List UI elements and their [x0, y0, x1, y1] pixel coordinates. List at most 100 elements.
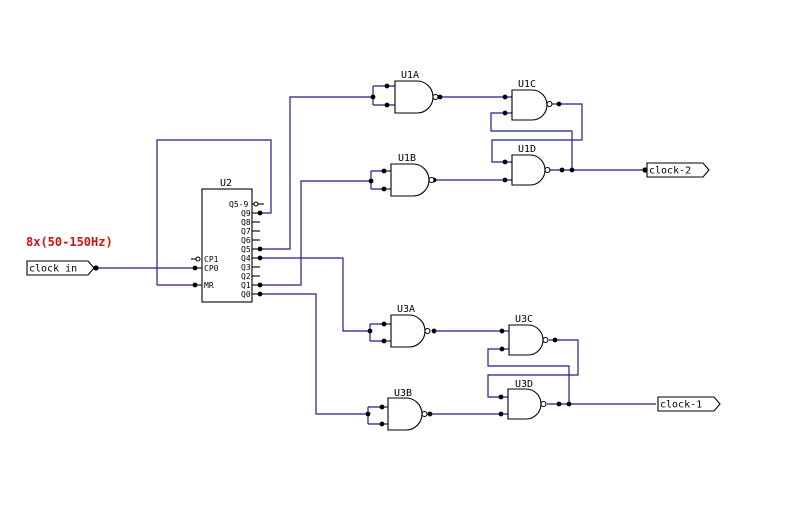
wire-u1d-out [490, 112, 645, 171]
pin-label: CP0 [204, 264, 219, 273]
junction-dot [559, 167, 565, 173]
pin-label: Q4 [241, 254, 251, 263]
frequency-annotation: 8x(50-150Hz) [26, 235, 113, 249]
nand-gate-u3d: U3D [507, 379, 547, 420]
gate-label-u1d: U1D [518, 144, 536, 155]
junction-dot [499, 346, 505, 352]
wire-u1c-out [491, 103, 583, 163]
wire-u3d-out [487, 348, 656, 405]
pin-label: Q2 [241, 272, 251, 281]
port-clock-2: clock-2 [646, 162, 710, 178]
junction-dot [384, 83, 390, 89]
junction-dot [498, 394, 504, 400]
nand-gate-u3b: U3B [387, 388, 428, 431]
nand-gate-u1d: U1D [511, 144, 551, 186]
gate-label-u3a: U3A [397, 304, 415, 315]
wire-u3b-inputs [367, 406, 388, 425]
junction-dot [370, 94, 376, 100]
nand-gate-u3a: U3A [390, 304, 431, 348]
junction-dot [566, 401, 572, 407]
pin-label: Q0 [241, 290, 251, 299]
junction-dot [502, 159, 508, 165]
port-clock-1: clock-1 [657, 396, 721, 412]
gate-label-u1a: U1A [401, 70, 419, 81]
inverter-bubble [546, 100, 553, 108]
inverter-bubble [424, 327, 431, 335]
junction-dot [552, 337, 558, 343]
junction-dot [93, 265, 99, 271]
junction-dot [381, 321, 387, 327]
wire-mr-feedback [156, 139, 272, 286]
junction-dot [437, 94, 443, 100]
wires [96, 85, 656, 425]
counter-right-pin-stubs [252, 201, 264, 295]
counter-right-pin-labels: Q5-9 Q9 Q8 Q7 Q6 Q5 Q4 Q3 Q2 Q1 Q0 [229, 200, 251, 299]
junction-dot [502, 177, 508, 183]
pin-label: CP1 [204, 255, 219, 264]
pin-label: Q1 [241, 281, 251, 290]
junction-dot [556, 401, 562, 407]
junction-dot [379, 421, 385, 427]
inverter-bubble [542, 336, 549, 344]
port-clock-2-label: clock-2 [649, 166, 691, 177]
junction-dot [381, 338, 387, 344]
inverted-pin-bubble [195, 256, 201, 262]
wire-q1-u1b [260, 180, 371, 286]
junction-dot [502, 110, 508, 116]
junction-dot [431, 328, 437, 334]
inverter-bubble [428, 176, 435, 184]
junction-dot [368, 178, 374, 184]
counter-left-pin-labels: CP1 CP0 MR [204, 255, 219, 290]
junction-dot [384, 102, 390, 108]
junction-dot [498, 411, 504, 417]
nand-gate-u1a: U1A [394, 70, 439, 114]
port-clock-in-label: clock in [29, 264, 77, 275]
pin-label: MR [204, 281, 214, 290]
junction-dot [499, 328, 505, 334]
port-clock-in: clock in [26, 260, 95, 276]
gate-label-u3d: U3D [515, 379, 533, 390]
junction-dot [642, 167, 648, 173]
junction-dot [365, 411, 371, 417]
inverter-bubble [432, 93, 439, 101]
pin-label: Q5-9 [229, 200, 248, 209]
inverted-pin-bubble [253, 201, 259, 207]
nand-gate-u3c: U3C [508, 314, 549, 356]
wire-q0-u3b [260, 293, 368, 415]
counter-body [201, 188, 253, 303]
counter-ref-label: U2 [220, 178, 232, 189]
inverter-bubble [544, 166, 551, 174]
gate-label-u3b: U3B [394, 388, 412, 399]
wire-u1a-inputs [372, 85, 395, 106]
counter-4017: U2 4017 Q5-9 Q9 Q8 Q7 Q6 Q5 Q4 [191, 178, 264, 303]
wire-q4-u3a [260, 257, 370, 332]
pin-label: Q5 [241, 245, 251, 254]
junction-dot [427, 411, 433, 417]
nand-gate-u1b: U1B [390, 153, 435, 197]
wire-u3c-out [487, 339, 579, 398]
junction-dot [367, 328, 373, 334]
inverter-bubble [421, 410, 428, 418]
pin-label: Q9 [241, 209, 251, 218]
counter-left-pin-stubs [191, 256, 202, 286]
wire-u1b-inputs [370, 170, 391, 190]
gate-label-u3c: U3C [515, 314, 533, 325]
port-clock-1-label: clock-1 [660, 400, 702, 411]
junction-dot [502, 94, 508, 100]
gate-label-u1c: U1C [518, 79, 536, 90]
junction-dot [381, 168, 387, 174]
junction-dot [379, 404, 385, 410]
pin-label: Q8 [241, 218, 251, 227]
junctions [93, 83, 648, 427]
inverter-bubble [540, 400, 547, 408]
nand-gate-u1c: U1C [511, 79, 553, 121]
pin-label: Q6 [241, 236, 251, 245]
gate-label-u1b: U1B [398, 153, 416, 164]
junction-dot [381, 186, 387, 192]
pin-label: Q7 [241, 227, 251, 236]
junction-dot [569, 167, 575, 173]
wire-q5-u1a [260, 96, 373, 250]
pin-label: Q3 [241, 263, 251, 272]
